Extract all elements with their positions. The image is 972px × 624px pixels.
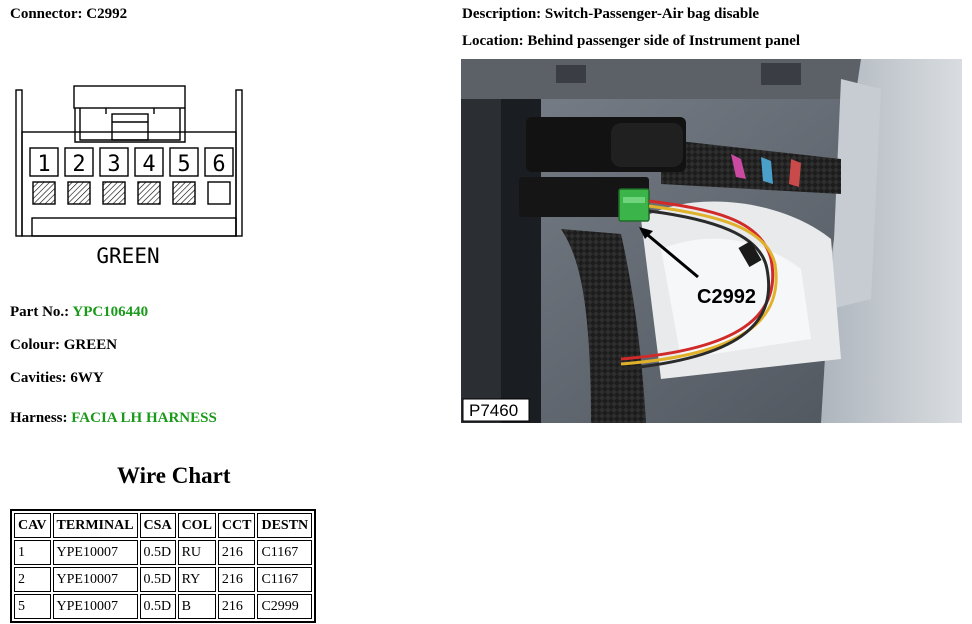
cavities-value: 6WY [70,370,104,386]
cavity-number-box [204,147,234,177]
green-connector-c2992 [618,188,650,222]
cell-terminal: YPE10007 [52,567,138,592]
cell-csa: 0.5D [139,540,176,565]
location-field: Location: Behind passenger side of Instr… [462,33,800,50]
cavity-number: 5 [177,152,190,177]
right-latch-post [235,89,243,237]
cell-cct: 216 [217,567,256,592]
photo-callout-label: C2992 [697,286,756,308]
location-photo: C2992 P7460 [461,59,962,423]
col-header-cav: CAV [14,513,51,538]
callout-arrow [642,229,699,279]
cavity-terminal-populated [102,181,126,205]
cavities-label: Cavities: [10,370,67,386]
colour-field: Colour: GREEN [10,337,117,354]
table-row: 5 YPE10007 0.5D B 216 C2999 [14,594,313,619]
harness-label: Harness: [10,410,68,426]
cell-destn: C2999 [257,594,313,619]
cavity-number: 3 [107,152,120,177]
cavity-terminal-populated [172,181,196,205]
lock-tab-frame [79,108,181,141]
col-header-destn: DESTN [257,513,313,538]
colour-value: GREEN [63,337,118,353]
description-field: Description: Switch-Passenger-Air bag di… [462,6,759,23]
col-header-col: COL [177,513,216,538]
diagram-color-label: GREEN [96,244,159,268]
cell-destn: C1167 [257,540,313,565]
col-header-cct: CCT [217,513,256,538]
description-value: Switch-Passenger-Air bag disable [544,6,760,22]
photo-ref-label: P7460 [469,401,518,420]
connector-label: Connector: [10,6,83,22]
cavity-number-box [99,147,129,177]
cell-cct: 216 [217,594,256,619]
cell-col: RY [177,567,216,592]
cavities-field: Cavities: 6WY [10,370,104,387]
top-lock-tab [73,85,186,109]
cell-cav: 1 [14,540,51,565]
wire-chart-table: CAV TERMINAL CSA COL CCT DESTN 1 YPE1000… [10,509,317,623]
cavity-terminal-populated [137,181,161,205]
part-no-field: Part No.: YPC106440 [10,304,148,321]
connector-field: Connector: C2992 [10,6,127,23]
cell-destn: C1167 [257,567,313,592]
cavity-number: 4 [142,152,155,177]
location-value: Behind passenger side of Instrument pane… [527,33,801,49]
part-no-value: YPC106440 [72,304,149,320]
cavity-number-box [169,147,199,177]
cavity-number-box [29,147,59,177]
left-latch-post [15,89,23,237]
table-row: 2 YPE10007 0.5D RY 216 C1167 [14,567,313,592]
table-header-row: CAV TERMINAL CSA COL CCT DESTN [14,513,313,538]
harness-value: FACIA LH HARNESS [71,410,217,426]
harness-field: Harness: FACIA LH HARNESS [10,410,217,427]
cell-terminal: YPE10007 [52,594,138,619]
connector-base-ridge [31,217,237,237]
cell-cav: 5 [14,594,51,619]
description-label: Description: [462,6,542,22]
cavity-number: 1 [37,152,50,177]
cell-csa: 0.5D [139,567,176,592]
cell-col: B [177,594,216,619]
cavity-number-box [64,147,94,177]
col-header-terminal: TERMINAL [52,513,138,538]
cavity-number: 2 [72,152,85,177]
colour-label: Colour: [10,337,60,353]
cavity-number-box [134,147,164,177]
part-no-label: Part No.: [10,304,70,320]
cell-cct: 216 [217,540,256,565]
cell-terminal: YPE10007 [52,540,138,565]
location-label: Location: [462,33,524,49]
cavity-number: 6 [212,152,225,177]
connector-value: C2992 [86,6,128,22]
col-header-csa: CSA [139,513,176,538]
cell-cav: 2 [14,567,51,592]
cavity-terminal-empty [207,181,231,205]
cell-csa: 0.5D [139,594,176,619]
wire-chart-title: Wire Chart [117,463,231,488]
table-row: 1 YPE10007 0.5D RU 216 C1167 [14,540,313,565]
cell-col: RU [177,540,216,565]
lock-window [111,113,149,141]
cavity-terminal-populated [67,181,91,205]
cavity-terminal-populated [32,181,56,205]
